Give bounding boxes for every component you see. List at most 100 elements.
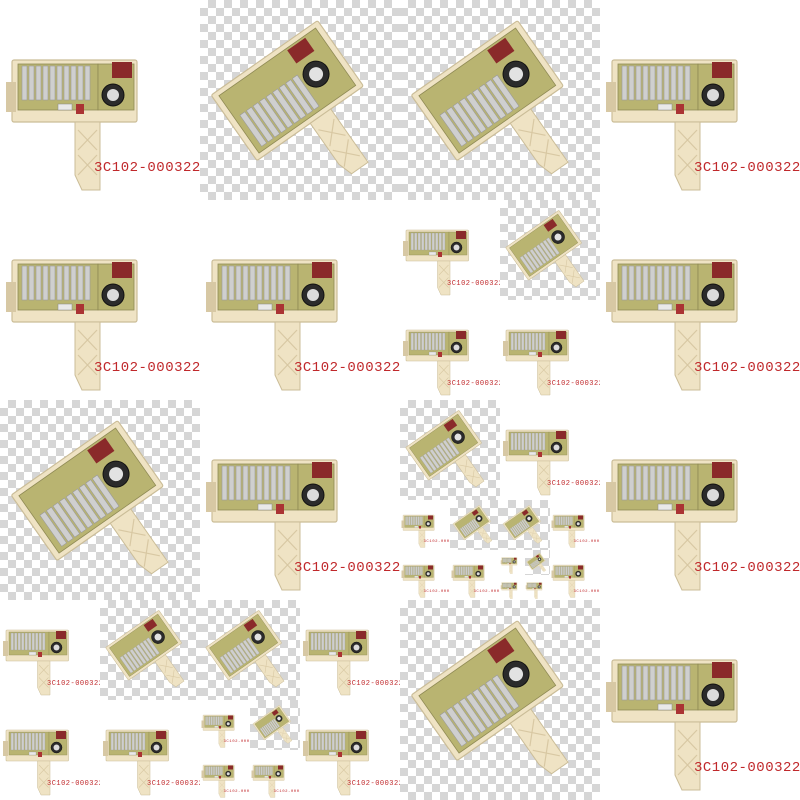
control-board-front bbox=[500, 557, 518, 574]
control-board-angled bbox=[105, 610, 185, 688]
photo-tile bbox=[200, 0, 400, 200]
part-number-label: 3C102-000322 bbox=[294, 360, 400, 376]
control-board-angled bbox=[252, 705, 293, 744]
part-number-label: 3C102-000322 bbox=[273, 790, 301, 794]
part-number-label: 3C102-000322 bbox=[223, 790, 251, 794]
control-board-front bbox=[606, 659, 738, 791]
control-board-angled bbox=[452, 505, 493, 544]
control-board-angled bbox=[11, 420, 169, 575]
part-number-label: 3C102-000322 bbox=[447, 380, 500, 388]
control-board-front bbox=[206, 259, 338, 391]
photo-tile: 3C102-000322 bbox=[400, 300, 500, 400]
part-number-label: 3C102-000322 bbox=[223, 740, 251, 744]
photo-tile: 3C102-000322 bbox=[200, 700, 250, 750]
part-number-label: 3C102-000322 bbox=[694, 360, 800, 376]
photo-tile bbox=[400, 0, 600, 200]
photo-tile: 3C102-000322 bbox=[0, 600, 100, 700]
control-board-front bbox=[503, 329, 569, 396]
control-board-angled bbox=[205, 610, 285, 688]
part-number-label: 3C102-000322 bbox=[547, 380, 600, 388]
photo-tile bbox=[500, 200, 600, 300]
control-board-angled bbox=[411, 620, 569, 775]
control-board-front bbox=[201, 764, 235, 798]
part-number-label: 3C102-000322 bbox=[573, 590, 601, 594]
control-board-front bbox=[403, 329, 469, 396]
photo-tile: 3C102-000322 bbox=[400, 500, 450, 550]
part-number-label: 3C102-000322 bbox=[94, 160, 200, 176]
photo-tile: 3C102-000322 bbox=[0, 200, 200, 400]
photo-tile: 3C102-000322 bbox=[300, 600, 400, 700]
photo-tile bbox=[0, 400, 200, 600]
photo-tile: 3C102-000322 bbox=[600, 600, 800, 800]
photo-tile: 3C102-000322 bbox=[100, 700, 200, 800]
photo-tile: 3C102-000322 bbox=[450, 550, 500, 600]
control-board-angled bbox=[502, 505, 543, 544]
control-board-front bbox=[525, 582, 543, 599]
control-board-front bbox=[6, 259, 138, 391]
photo-tile: 3C102-000322 bbox=[500, 300, 600, 400]
control-board-front bbox=[251, 764, 285, 798]
control-board-front bbox=[303, 729, 369, 796]
photo-tile bbox=[400, 600, 600, 800]
photo-tile bbox=[500, 550, 525, 575]
part-number-label: 3C102-000322 bbox=[694, 160, 800, 176]
control-board-front bbox=[206, 459, 338, 591]
part-number-label: 3C102-000322 bbox=[694, 560, 800, 576]
photo-tile: 3C102-000322 bbox=[500, 400, 600, 500]
control-board-front bbox=[201, 714, 235, 748]
part-number-label: 3C102-000322 bbox=[423, 540, 451, 544]
photo-tile: 3C102-000322 bbox=[600, 200, 800, 400]
control-board-front bbox=[500, 582, 518, 599]
photo-tile: 3C102-000322 bbox=[550, 550, 600, 600]
photo-tile: 3C102-000322 bbox=[600, 0, 800, 200]
photo-tile: 3C102-000322 bbox=[200, 200, 400, 400]
control-board-front bbox=[606, 459, 738, 591]
photo-tile bbox=[525, 550, 550, 575]
control-board-angled bbox=[526, 552, 547, 572]
control-board-angled bbox=[211, 20, 369, 175]
photo-tile: 3C102-000322 bbox=[400, 200, 500, 300]
photo-tile bbox=[200, 600, 300, 700]
photo-tile: 3C102-000322 bbox=[0, 0, 200, 200]
part-number-label: 3C102-000322 bbox=[147, 780, 200, 788]
photo-tile bbox=[500, 575, 525, 600]
photo-tile bbox=[400, 400, 500, 500]
photo-tile bbox=[525, 575, 550, 600]
control-board-front bbox=[3, 629, 69, 696]
photo-tile: 3C102-000322 bbox=[300, 700, 400, 800]
photo-tile: 3C102-000322 bbox=[200, 400, 400, 600]
control-board-front bbox=[451, 564, 485, 598]
part-number-label: 3C102-000322 bbox=[347, 680, 400, 688]
control-board-front bbox=[401, 514, 435, 548]
control-board-front bbox=[606, 259, 738, 391]
photo-tile: 3C102-000322 bbox=[550, 500, 600, 550]
part-number-label: 3C102-000322 bbox=[447, 280, 500, 288]
control-board-front bbox=[303, 629, 369, 696]
control-board-front bbox=[401, 564, 435, 598]
control-board-front bbox=[403, 229, 469, 296]
control-board-front bbox=[606, 59, 738, 191]
control-board-front bbox=[6, 59, 138, 191]
photo-tile: 3C102-000322 bbox=[200, 750, 250, 800]
control-board-front bbox=[551, 514, 585, 548]
part-number-label: 3C102-000322 bbox=[47, 780, 100, 788]
control-board-front bbox=[503, 429, 569, 496]
part-number-label: 3C102-000322 bbox=[94, 360, 200, 376]
control-board-front bbox=[3, 729, 69, 796]
part-number-label: 3C102-000322 bbox=[47, 680, 100, 688]
photo-tile bbox=[100, 600, 200, 700]
control-board-angled bbox=[505, 210, 585, 288]
part-number-label: 3C102-000322 bbox=[547, 480, 600, 488]
part-number-label: 3C102-000322 bbox=[573, 540, 601, 544]
photo-tile: 3C102-000322 bbox=[0, 700, 100, 800]
photo-tile bbox=[250, 700, 300, 750]
part-number-label: 3C102-000322 bbox=[423, 590, 451, 594]
photo-tile: 3C102-000322 bbox=[400, 550, 450, 600]
part-number-label: 3C102-000322 bbox=[473, 590, 501, 594]
control-board-front bbox=[551, 564, 585, 598]
part-number-label: 3C102-000322 bbox=[694, 760, 800, 776]
part-number-label: 3C102-000322 bbox=[347, 780, 400, 788]
photo-tile bbox=[450, 500, 500, 550]
control-board-front bbox=[103, 729, 169, 796]
